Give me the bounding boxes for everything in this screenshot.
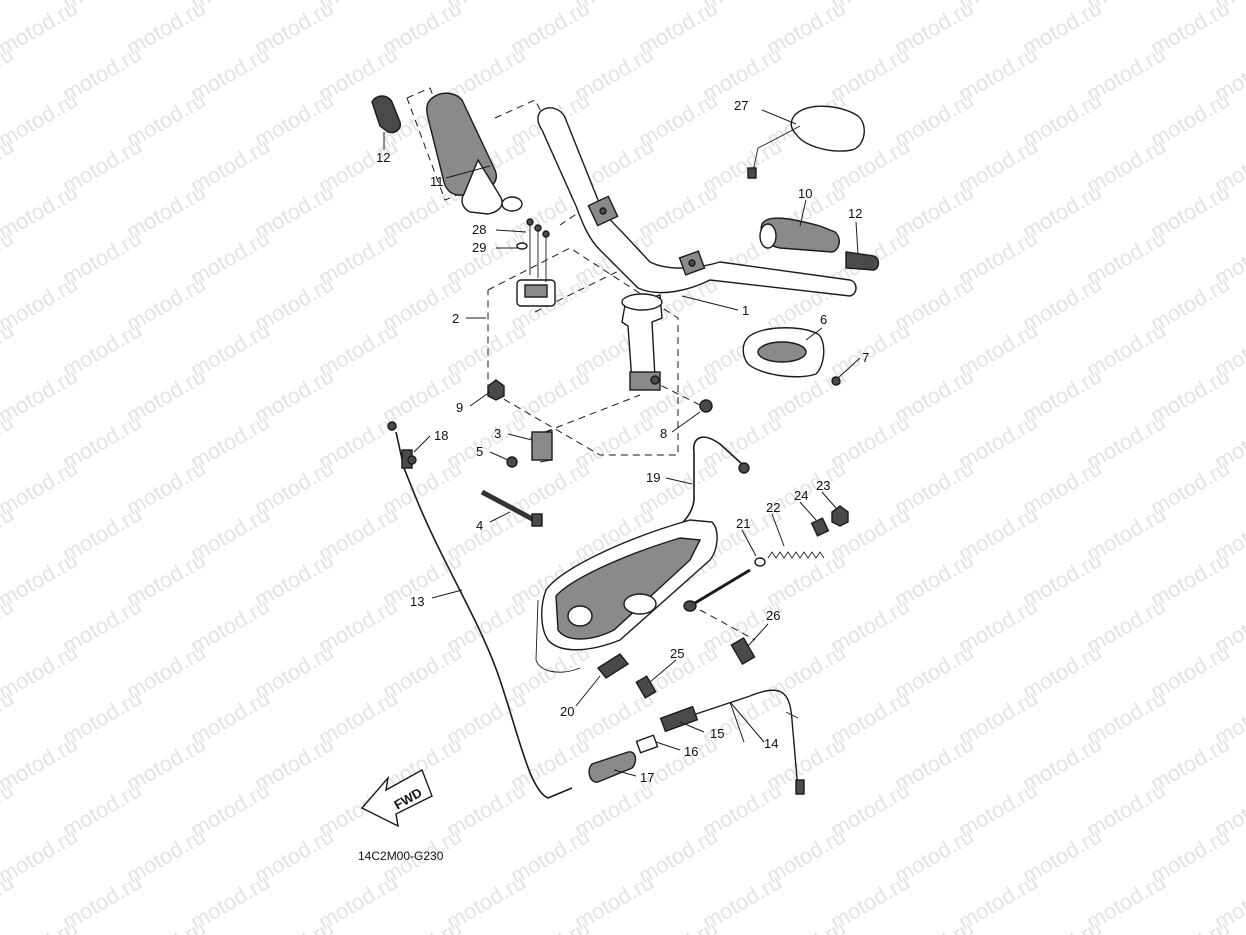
callout-9: 9	[456, 400, 463, 415]
watermark-text: motod.ru	[0, 271, 82, 336]
callout-14: 14	[764, 736, 778, 751]
bar-guide-dashed	[494, 99, 591, 226]
callout-22: 22	[766, 500, 780, 515]
callout-21: 21	[736, 516, 750, 531]
callout-11: 11	[430, 174, 444, 189]
callout-27: 27	[734, 98, 748, 113]
watermark-text: motod.ru	[0, 0, 18, 14]
callout-18: 18	[434, 428, 448, 443]
callout-4: 4	[476, 518, 483, 533]
watermark-text: motod.ru	[0, 363, 82, 428]
watermark-text: motod.ru	[0, 915, 82, 935]
callout-17: 17	[640, 770, 654, 785]
callout-29: 29	[472, 240, 486, 255]
bolt-26-part	[730, 637, 756, 665]
watermark-text: motod.ru	[0, 87, 82, 152]
callout-7: 7	[862, 350, 869, 365]
mirror-part	[747, 105, 865, 179]
callout-16: 16	[684, 744, 698, 759]
washer-21-part	[754, 557, 766, 567]
callout-2: 2	[452, 311, 459, 326]
watermark-text: motod.ru	[0, 0, 82, 60]
callout-10: 10	[798, 186, 812, 201]
cable-tie-part	[480, 489, 543, 527]
watermark-text: motod.ru	[378, 915, 466, 935]
watermark-text: motod.ru	[0, 731, 82, 796]
callout-6: 6	[820, 312, 827, 327]
watermark-text: motod.ru	[1146, 915, 1234, 935]
choke-knob-17-part	[588, 751, 637, 783]
left-grip-part	[425, 92, 523, 215]
spring-22-part	[767, 551, 825, 559]
watermark-text: motod.ru	[0, 455, 82, 520]
watermark-text: motod.ru	[0, 179, 82, 244]
watermark-text: motod.ru	[762, 915, 850, 935]
watermark-text: motod.ru	[250, 915, 338, 935]
handlebar-part	[537, 107, 857, 297]
adjuster-cable-part	[683, 568, 751, 612]
callout-12-left: 12	[376, 150, 390, 165]
callout-3: 3	[494, 426, 501, 441]
bolt-25-part	[635, 675, 657, 699]
bracket-3-part	[529, 429, 553, 463]
callout-1: 1	[742, 303, 749, 318]
watermark-text: motod.ru	[634, 915, 722, 935]
screw-5-part	[506, 456, 518, 468]
handle-cover-part	[742, 327, 841, 386]
watermark-text: motod.ru	[1018, 915, 1106, 935]
watermark-text: motod.ru	[506, 915, 594, 935]
callout-23: 23	[816, 478, 830, 493]
callout-26: 26	[766, 608, 780, 623]
callout-12-right: 12	[848, 206, 862, 221]
callout-8: 8	[660, 426, 667, 441]
watermark-text: motod.ru	[0, 823, 82, 888]
diagram-code: 14C2M00-G230	[358, 849, 444, 863]
watermark-text: motod.ru	[0, 639, 82, 704]
callout-19: 19	[646, 470, 660, 485]
cable-clamp-20-part	[596, 653, 630, 679]
callout-20: 20	[560, 704, 574, 719]
crankcase-cover-part	[535, 519, 718, 673]
nut-23-part	[831, 505, 849, 527]
callout-labels: 1 2 3 4 5 6 7 8 9 10 11 12 12 13 14 15 1…	[376, 98, 869, 785]
callout-25: 25	[670, 646, 684, 661]
leader-lines	[383, 109, 861, 777]
handle-holder-part	[621, 293, 663, 391]
left-bar-end-part	[371, 95, 402, 134]
watermark-text: motod.ru	[122, 915, 210, 935]
callout-5: 5	[476, 444, 483, 459]
throttle-cable-part	[387, 421, 573, 799]
screw-18-part	[407, 455, 417, 465]
choke-cable-14-part	[689, 689, 805, 795]
watermark-text: motod.ru	[890, 915, 978, 935]
nut-9-part	[487, 379, 505, 401]
callout-24: 24	[794, 488, 808, 503]
clamp-with-bolts-part	[516, 218, 556, 307]
joint-24-part	[810, 517, 830, 537]
callout-28: 28	[472, 222, 486, 237]
cap-16-part	[635, 734, 659, 754]
cover-guide-dashed	[699, 609, 756, 641]
right-bar-end-part	[845, 251, 880, 271]
watermark-text: motod.ru	[0, 547, 82, 612]
callout-13: 13	[410, 594, 424, 609]
right-grip-part	[759, 217, 840, 253]
callout-15: 15	[710, 726, 724, 741]
bracket-guide-dashed	[544, 394, 641, 433]
holder-15-part	[659, 705, 699, 733]
screw-8-part	[699, 399, 713, 413]
